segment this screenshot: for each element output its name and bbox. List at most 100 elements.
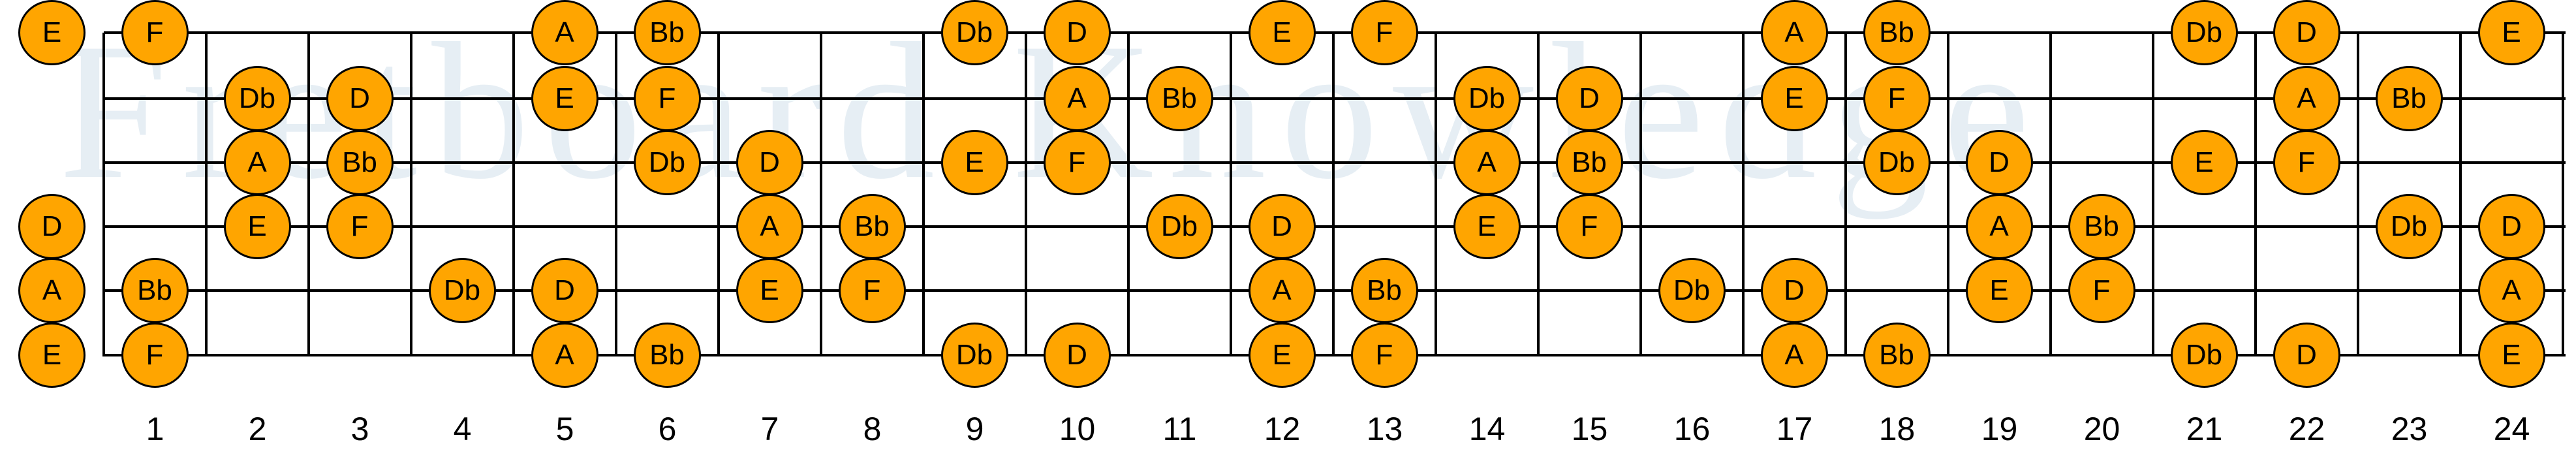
fret-line-14 xyxy=(1537,33,1540,356)
note-marker: F xyxy=(1555,194,1623,259)
note-marker: D xyxy=(18,194,85,259)
fret-number-label: 14 xyxy=(1468,411,1506,447)
fret-line-17 xyxy=(1844,33,1847,356)
fret-number-label: 21 xyxy=(2186,411,2223,447)
fret-number-label: 12 xyxy=(1264,411,1301,447)
fret-number-label: 18 xyxy=(1878,411,1916,447)
note-marker: A xyxy=(1043,66,1111,131)
note-marker: D xyxy=(1760,258,1828,323)
string-line-3 xyxy=(104,161,2566,164)
note-marker: D xyxy=(1043,0,1111,65)
note-marker: A xyxy=(2477,258,2545,323)
note-marker: F xyxy=(1350,323,1418,388)
note-marker: Bb xyxy=(2375,66,2443,131)
note-marker: D xyxy=(326,66,394,131)
note-marker: E xyxy=(2477,323,2545,388)
note-marker: E xyxy=(1248,0,1316,65)
fret-line-19 xyxy=(2049,33,2052,356)
note-marker: F xyxy=(1350,0,1418,65)
note-marker: E xyxy=(223,194,291,259)
string-line-6 xyxy=(104,354,2566,356)
string-line-2 xyxy=(104,97,2566,100)
note-marker: Db xyxy=(2170,323,2238,388)
note-marker: E xyxy=(2170,130,2238,195)
fret-line-23 xyxy=(2459,33,2462,356)
note-marker: Bb xyxy=(633,323,701,388)
string-line-5 xyxy=(104,289,2566,292)
note-marker: Bb xyxy=(1863,0,1931,65)
fret-number-label: 22 xyxy=(2288,411,2325,447)
note-marker: Db xyxy=(633,130,701,195)
note-marker: F xyxy=(326,194,394,259)
fret-number-label: 20 xyxy=(2083,411,2120,447)
note-marker: F xyxy=(121,0,189,65)
nut-line xyxy=(102,33,105,356)
fret-line-1 xyxy=(205,33,208,356)
fret-number-label: 2 xyxy=(248,411,267,447)
note-marker: E xyxy=(2477,0,2545,65)
note-marker: F xyxy=(838,258,906,323)
fret-line-11 xyxy=(1230,33,1232,356)
fret-line-13 xyxy=(1435,33,1437,356)
fret-line-18 xyxy=(1947,33,1949,356)
fret-number-label: 11 xyxy=(1162,411,1197,447)
note-marker: A xyxy=(531,0,598,65)
fret-line-10 xyxy=(1127,33,1130,356)
note-marker: F xyxy=(1863,66,1931,131)
note-marker: Bb xyxy=(1863,323,1931,388)
fret-number-label: 24 xyxy=(2493,411,2530,447)
fret-number-label: 8 xyxy=(863,411,882,447)
note-marker: A xyxy=(531,323,598,388)
note-marker: A xyxy=(1248,258,1316,323)
note-marker: Db xyxy=(2170,0,2238,65)
note-marker: E xyxy=(940,130,1008,195)
note-marker: E xyxy=(1248,323,1316,388)
note-marker: Db xyxy=(940,0,1008,65)
note-marker: Bb xyxy=(326,130,394,195)
note-marker: A xyxy=(18,258,85,323)
note-marker: D xyxy=(2273,0,2340,65)
fret-line-16 xyxy=(1742,33,1745,356)
note-marker: F xyxy=(2068,258,2135,323)
note-marker: E xyxy=(1453,194,1521,259)
fret-line-21 xyxy=(2254,33,2257,356)
note-marker: Bb xyxy=(121,258,189,323)
fret-line-7 xyxy=(820,33,822,356)
fret-line-9 xyxy=(1025,33,1027,356)
fret-number-label: 4 xyxy=(453,411,472,447)
note-marker: Db xyxy=(1863,130,1931,195)
note-marker: F xyxy=(2273,130,2340,195)
note-marker: D xyxy=(2477,194,2545,259)
string-line-4 xyxy=(104,225,2566,228)
fret-number-label: 1 xyxy=(146,411,164,447)
fret-line-5 xyxy=(615,33,617,356)
note-marker: A xyxy=(1965,194,2033,259)
note-marker: Db xyxy=(223,66,291,131)
note-marker: Db xyxy=(1658,258,1726,323)
fret-line-6 xyxy=(717,33,720,356)
note-marker: D xyxy=(1248,194,1316,259)
note-marker: Db xyxy=(428,258,496,323)
fret-number-label: 13 xyxy=(1366,411,1403,447)
fret-number-label: 15 xyxy=(1571,411,1608,447)
fret-line-8 xyxy=(922,33,925,356)
note-marker: F xyxy=(633,66,701,131)
note-marker: Bb xyxy=(2068,194,2135,259)
fret-line-22 xyxy=(2357,33,2359,356)
fret-line-2 xyxy=(307,33,310,356)
note-marker: Bb xyxy=(1555,130,1623,195)
fret-line-4 xyxy=(512,33,515,356)
note-marker: Bb xyxy=(1350,258,1418,323)
note-marker: E xyxy=(531,66,598,131)
fret-number-label: 7 xyxy=(760,411,779,447)
note-marker: D xyxy=(1965,130,2033,195)
string-line-1 xyxy=(104,31,2566,34)
fret-line-24 xyxy=(2562,33,2564,356)
fret-number-label: 9 xyxy=(965,411,984,447)
note-marker: F xyxy=(121,323,189,388)
note-marker: D xyxy=(2273,323,2340,388)
note-marker: D xyxy=(1555,66,1623,131)
fret-number-label: 19 xyxy=(1981,411,2018,447)
note-marker: A xyxy=(223,130,291,195)
note-marker: E xyxy=(1760,66,1828,131)
